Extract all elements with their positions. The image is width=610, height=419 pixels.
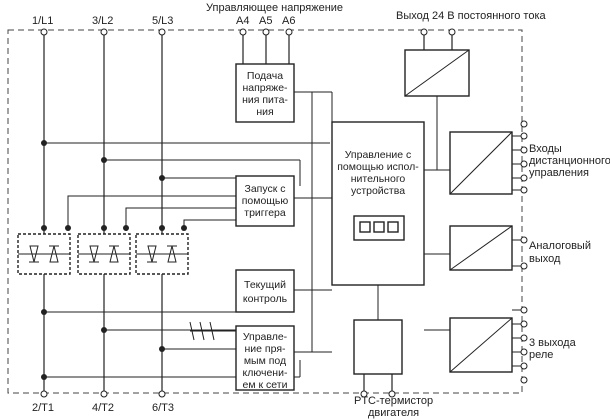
terminal-label-t1: 2/T1 [32, 402, 54, 414]
terminal-label-a6: A6 [282, 15, 295, 27]
internal-wiring [294, 91, 450, 377]
svg-text:помощью испол-: помощью испол- [337, 161, 419, 173]
power-supply-block: Подача напряже- ния пита- ния [235, 63, 295, 123]
svg-text:ние пря-: ние пря- [244, 343, 286, 355]
terminal-label-t3: 6/T3 [152, 402, 174, 414]
control-voltage-wires [239, 28, 293, 64]
ptc-block [353, 319, 403, 398]
enclosure-border [7, 29, 523, 394]
analog-output-block [449, 225, 528, 271]
gate-lines [67, 195, 236, 228]
current-control-block: Текущий контроль [235, 269, 295, 313]
relay-outputs-label-line-2: реле [529, 349, 553, 361]
ptc-label-line-1: PTC-термистор [354, 395, 433, 407]
relay-outputs-block [449, 306, 528, 384]
remote-inputs-label-line-3: управления [529, 167, 589, 179]
svg-text:триггера: триггера [244, 207, 286, 219]
control-voltage-title: Управляющее напряжение [206, 2, 343, 14]
bypass-contacts [189, 321, 236, 341]
trigger-block: Запуск с помощью триггера [235, 175, 295, 227]
svg-text:ключени-: ключени- [243, 367, 288, 379]
thyristor-module-1 [17, 225, 71, 275]
output-24v-label: Выход 24 В постоянного тока [396, 10, 547, 22]
svg-text:нительного: нительного [351, 173, 406, 185]
bus-junction-dots [41, 140, 165, 380]
svg-text:Управле-: Управле- [243, 331, 288, 343]
svg-text:Текущий: Текущий [244, 279, 286, 291]
svg-text:ния пита-: ния пита- [242, 94, 288, 106]
svg-text:Подача: Подача [247, 70, 283, 82]
svg-text:устройства: устройства [351, 185, 405, 197]
thyristor-module-3 [135, 225, 189, 275]
svg-text:напряже-: напряже- [242, 82, 288, 94]
terminal-label-l1: 1/L1 [32, 15, 53, 27]
terminal-label-a5: A5 [259, 15, 272, 27]
controller-block: Управление с помощью испол- нительного у… [331, 121, 425, 286]
svg-text:ния: ния [256, 106, 273, 118]
terminal-label-a4: A4 [236, 15, 249, 27]
terminal-label-t2: 4/T2 [92, 402, 114, 414]
remote-inputs-label-line-2: дистанционного [529, 155, 610, 167]
power-terminals [40, 28, 166, 398]
analog-output-label-line-2: выход [529, 253, 561, 265]
svg-text:Управление с: Управление с [345, 149, 412, 161]
terminal-label-l3: 5/L3 [152, 15, 173, 27]
thyristor-module-2 [77, 225, 131, 275]
ptc-label-line-2: двигателя [368, 407, 419, 419]
remote-inputs-block [449, 120, 528, 195]
relay-outputs-label-line-1: 3 выхода [529, 337, 577, 349]
svg-text:ем к сети: ем к сети [243, 379, 288, 391]
dc-converter-block [404, 28, 470, 97]
phase-lines [43, 33, 163, 392]
svg-text:помощью: помощью [242, 195, 289, 207]
svg-text:контроль: контроль [243, 293, 288, 305]
direct-connection-block: Управле- ние пря- мым под ключени- ем к … [235, 325, 295, 391]
svg-text:Запуск с: Запуск с [244, 183, 285, 195]
remote-inputs-label-line-1: Входы [529, 143, 562, 155]
terminal-label-l2: 3/L2 [92, 15, 113, 27]
svg-text:мым под: мым под [244, 355, 286, 367]
analog-output-label-line-1: Аналоговый [529, 240, 591, 252]
